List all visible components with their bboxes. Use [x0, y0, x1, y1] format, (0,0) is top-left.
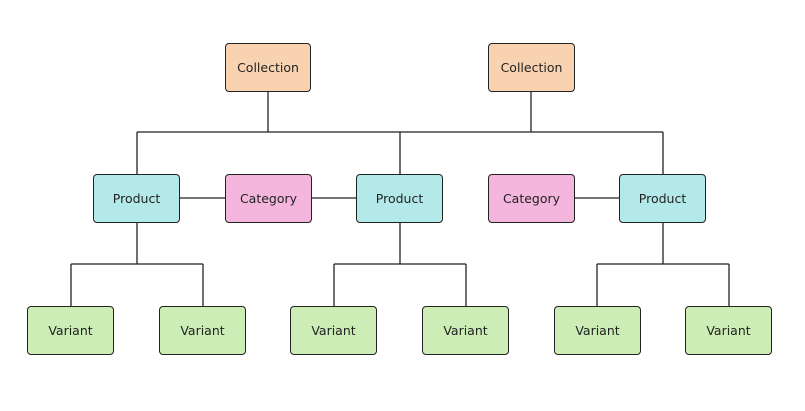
variant-node-2: Variant: [159, 306, 246, 355]
collection-node-1: Collection: [225, 43, 311, 92]
variant-node-3: Variant: [290, 306, 377, 355]
variant-node-6: Variant: [685, 306, 772, 355]
collection-node-2: Collection: [488, 43, 575, 92]
variant-node-5: Variant: [554, 306, 641, 355]
category-node-2: Category: [488, 174, 575, 223]
variant-node-1: Variant: [27, 306, 114, 355]
product-node-3: Product: [619, 174, 706, 223]
product-node-2: Product: [356, 174, 443, 223]
variant-node-4: Variant: [422, 306, 509, 355]
product-node-1: Product: [93, 174, 180, 223]
category-node-1: Category: [225, 174, 312, 223]
